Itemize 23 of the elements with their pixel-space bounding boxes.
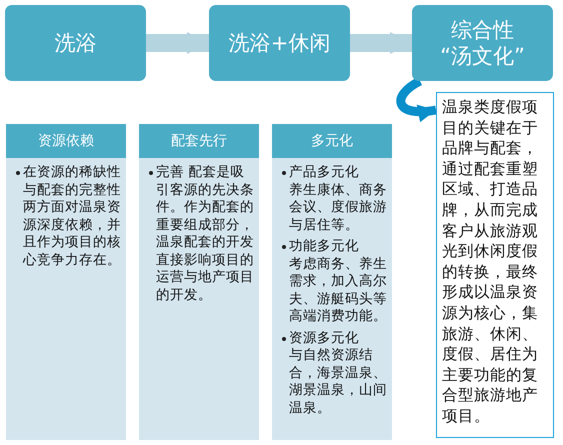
column-card — [272, 124, 392, 440]
stage-box — [209, 5, 350, 81]
column-card — [6, 124, 126, 440]
block-arrow — [350, 32, 412, 54]
column-card — [139, 124, 259, 440]
bullet-text: 在资源的稀缺性与配套的完整性两方面对温泉资源深度依赖，并且作为项目的核心竞争力存在。 — [16, 164, 122, 269]
stage-text: 洗浴 — [54, 30, 96, 56]
block-arrow — [146, 32, 209, 54]
bullet-text: 功能多元化 考虑商务、养生需求，加入高尔夫、游艇码头等高端消费功能。 — [282, 238, 388, 326]
stage-text: 综合性 — [451, 16, 514, 43]
stage-text: 洗浴+休闲 — [228, 30, 330, 56]
curved-arrow — [396, 77, 437, 122]
column-header: 资源依赖 — [6, 124, 126, 158]
column-header: 配套先行 — [139, 124, 259, 158]
bullet-text: 产品多元化 养生康体、商务会议、度假旅游与居住等。 — [282, 164, 388, 234]
column-header: 多元化 — [272, 124, 392, 158]
stage-text: “汤文化” — [440, 43, 525, 70]
bullet-text: 资源多元化 与自然资源结合，海景温泉、湖景温泉，山间温泉。 — [282, 330, 388, 417]
stage-box — [412, 5, 553, 81]
bullet-text: 完善 配套是吸引客源的先决条件。作为配套的重要组成部分，温泉配套的开发直接影响项目的运营与地产项目的开发。 — [149, 164, 255, 304]
stage-box — [5, 5, 146, 81]
note-text: 温泉类度假项目的关键在于品牌与配套，通过配套重塑区域、打造品牌，从而完成客户从旅游观光到休闲度假的转换，最终形成以温泉资源为核心，集旅游、休闲、度假、居住为主要功能的复合型旅游地产项目。 — [442, 97, 539, 426]
note-box — [436, 92, 554, 438]
